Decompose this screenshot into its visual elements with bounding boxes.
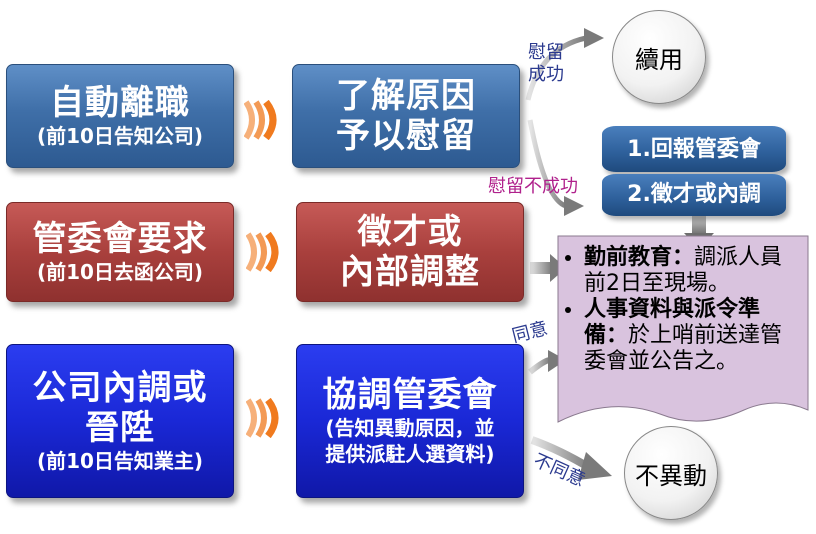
retain-success-label: 慰留 成功 [528, 42, 564, 86]
arrow-agree [528, 357, 551, 375]
committee-request-title: 管委會要求 [32, 219, 208, 259]
internal-transfer-line2: 晉陞 [85, 408, 155, 448]
coordinate-committee-sub2: 提供派駐人選資料) [325, 442, 495, 466]
understand-reason-line1: 了解原因 [336, 76, 476, 116]
internal-transfer-sub: (前10日告知業主) [36, 449, 204, 473]
note-bullet-training: 勤前教育：調派人員前2日至現場。 [584, 245, 802, 297]
arrow-down-shaft [692, 215, 706, 235]
auto-resign-box: 自動離職 (前10日告知公司) [6, 64, 234, 168]
auto-resign-title: 自動離職 [50, 83, 190, 123]
arrow-agree-head [548, 350, 566, 372]
retain-success-line1: 慰留 [528, 42, 564, 63]
note-shape [557, 235, 809, 423]
note-bullet2-bold: 人事資料與派令準備： [584, 297, 761, 348]
stack-item-report-text: 1.回報管委會 [627, 137, 761, 162]
coordinate-committee-box: 協調管委會 (告知異動原因，並 提供派駐人選資料) [296, 344, 524, 498]
understand-reason-line2: 予以慰留 [336, 116, 476, 156]
stack-item-recruit-text: 2.徵才或內調 [627, 182, 761, 207]
continue-text: 續用 [635, 45, 683, 74]
committee-request-box: 管委會要求 (前10日去函公司) [6, 202, 234, 302]
retain-fail-label: 慰留不成功 [488, 176, 578, 197]
retain-success-line2: 成功 [528, 64, 564, 85]
stack-item-recruit: 2.徵才或內調 [602, 174, 786, 216]
chevron-arrow-icon [244, 100, 277, 140]
arrow-success-head [584, 28, 604, 48]
internal-transfer-box: 公司內調或 晉陞 (前10日告知業主) [6, 344, 234, 498]
note-bullet1-bold: 勤前教育： [584, 245, 695, 270]
chevron-arrow-icon [246, 398, 279, 438]
committee-request-sub: (前10日去函公司) [36, 260, 204, 284]
arrow-fail [527, 119, 568, 209]
chevron-arrow-icon [246, 232, 279, 272]
note-bullet-personnel: 人事資料與派令準備：於上哨前送達管委會並公告之。 [584, 297, 802, 375]
coordinate-committee-sub1: (告知異動原因，並 [325, 416, 495, 440]
recruit-adjust-line1: 徵才或 [357, 212, 463, 252]
coordinate-committee-title: 協調管委會 [322, 375, 498, 415]
arrow-fail-head [564, 196, 584, 216]
no-change-circle: 不異動 [624, 426, 718, 520]
understand-reason-box: 了解原因 予以慰留 [292, 64, 520, 168]
recruit-adjust-line2: 內部調整 [340, 252, 480, 292]
stack-item-report: 1.回報管委會 [602, 126, 786, 172]
arrow-success [525, 35, 587, 101]
recruit-adjust-box: 徵才或 內部調整 [296, 202, 524, 302]
arrow-row2-shaft [530, 262, 552, 274]
note-bullet1-text: 調派人員前2日至現場。 [584, 245, 783, 296]
arrow-disagree-head [578, 452, 612, 480]
continue-circle: 續用 [612, 10, 706, 104]
auto-resign-sub: (前10日告知公司) [36, 124, 204, 148]
internal-transfer-line1: 公司內調或 [32, 368, 208, 408]
no-change-text: 不異動 [635, 461, 707, 490]
briefing-note: 勤前教育：調派人員前2日至現場。 人事資料與派令準備：於上哨前送達管委會並公告之… [566, 245, 802, 375]
note-bullet2-text: 於上哨前送達管委會並公告之。 [584, 323, 783, 374]
